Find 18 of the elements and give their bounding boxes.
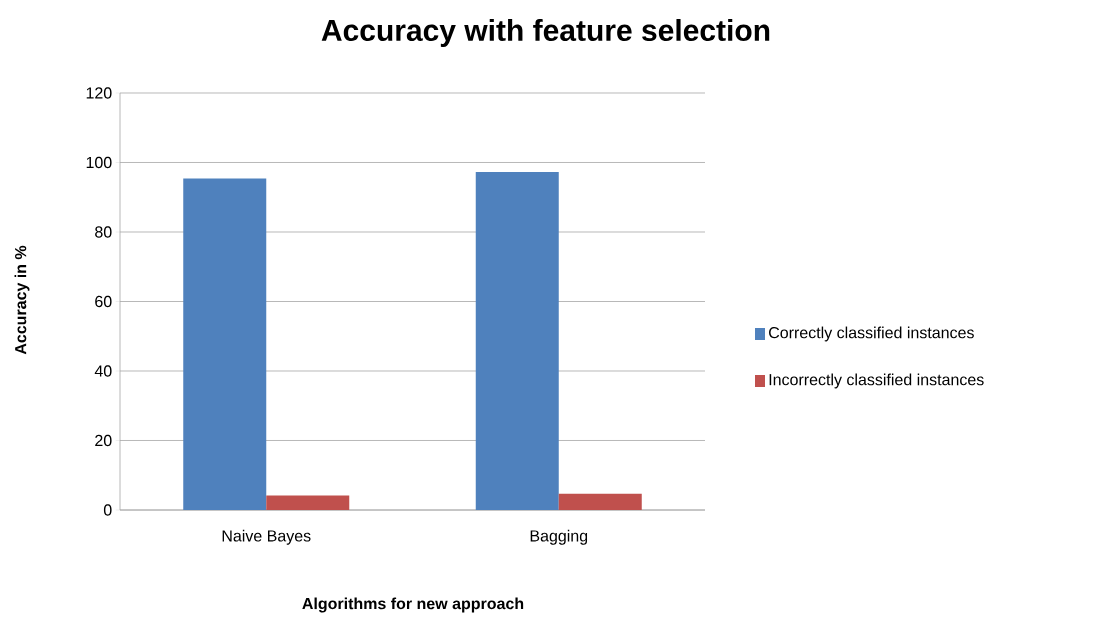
axis-title: Accuracy in %	[14, 245, 30, 355]
y-tick-label: 80	[95, 226, 112, 238]
bar	[266, 495, 350, 510]
y-tick-label: 100	[86, 156, 112, 169]
chart-title: Accuracy with feature selection	[321, 19, 770, 47]
bar	[183, 178, 267, 510]
y-tick-label: 60	[95, 295, 112, 308]
legend-item: Correctly classified instances	[755, 326, 974, 342]
bar	[558, 493, 642, 510]
y-tick-label: 120	[86, 87, 112, 99]
x-tick-label: Naive Bayes	[222, 529, 311, 545]
y-tick-label: 0	[103, 504, 112, 516]
bar	[475, 171, 559, 510]
x-tick-label: Bagging	[530, 529, 588, 545]
axis-title: Algorithms for new approach	[302, 597, 524, 613]
y-tick-label: 20	[95, 434, 112, 447]
legend-item: Incorrectly classified instances	[755, 373, 984, 389]
y-tick-label: 40	[94, 365, 112, 377]
